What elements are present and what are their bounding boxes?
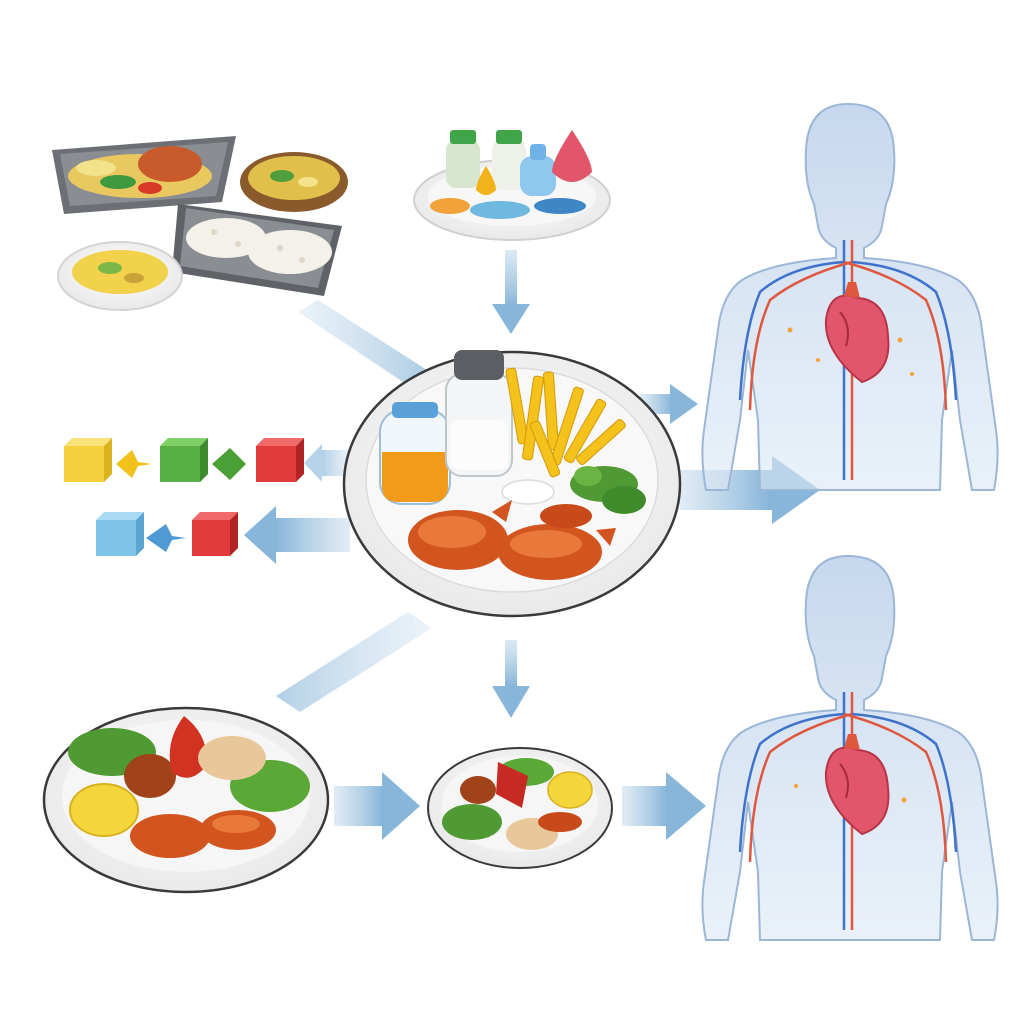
chicken-left	[408, 500, 512, 570]
green-diamond-arrow	[212, 448, 246, 480]
orange-juice-jar	[379, 402, 451, 505]
blood-vessels	[738, 692, 958, 930]
prepared-meals	[52, 136, 348, 311]
body-bottom	[701, 554, 999, 941]
yellow-diamond-arrow	[116, 450, 152, 478]
condiment-bottle-white	[492, 130, 526, 190]
condiment-bottle-green	[446, 130, 480, 188]
french-fries	[505, 367, 626, 478]
arrow-small-plate-to-body-bottom	[622, 772, 706, 840]
blue-cube	[96, 512, 144, 556]
arrow-plate-to-cubes-top	[304, 444, 348, 482]
arrow-plate-to-cubes-bottom	[244, 506, 350, 564]
small-meal-plate	[427, 747, 613, 869]
green-cube	[160, 438, 208, 482]
arrow-meals-to-plate	[298, 300, 430, 388]
arrows	[244, 250, 820, 840]
arrow-condiments-to-plate	[492, 250, 530, 334]
condiments	[413, 130, 611, 241]
condiment-drop-red	[552, 130, 592, 182]
chicken-right	[498, 504, 616, 580]
cube-row-bottom	[96, 512, 238, 556]
yellow-cube	[64, 438, 112, 482]
condiment-bottle-blue	[520, 144, 556, 196]
heart-icon	[824, 282, 890, 384]
large-meal-plate	[42, 706, 330, 894]
salt-pile	[501, 479, 555, 505]
red-cube-small	[192, 512, 238, 556]
arrow-plate-to-small-plate	[492, 640, 530, 718]
salt-shaker	[445, 350, 513, 477]
red-cube	[256, 438, 304, 482]
body-top	[701, 102, 999, 491]
plate-omelette	[57, 241, 183, 311]
heart-icon	[824, 734, 890, 836]
arrow-plate-to-large-plate	[276, 612, 432, 712]
central-plate	[342, 350, 682, 618]
tray-large	[52, 136, 236, 214]
cube-row-top	[64, 438, 304, 482]
arrow-large-to-small-plate	[334, 772, 420, 840]
tray-rice	[172, 204, 342, 296]
blue-diamond-arrow	[146, 524, 186, 552]
broccoli	[570, 466, 646, 514]
condiment-drop-yellow	[476, 166, 496, 195]
bowl-curry	[240, 152, 348, 212]
